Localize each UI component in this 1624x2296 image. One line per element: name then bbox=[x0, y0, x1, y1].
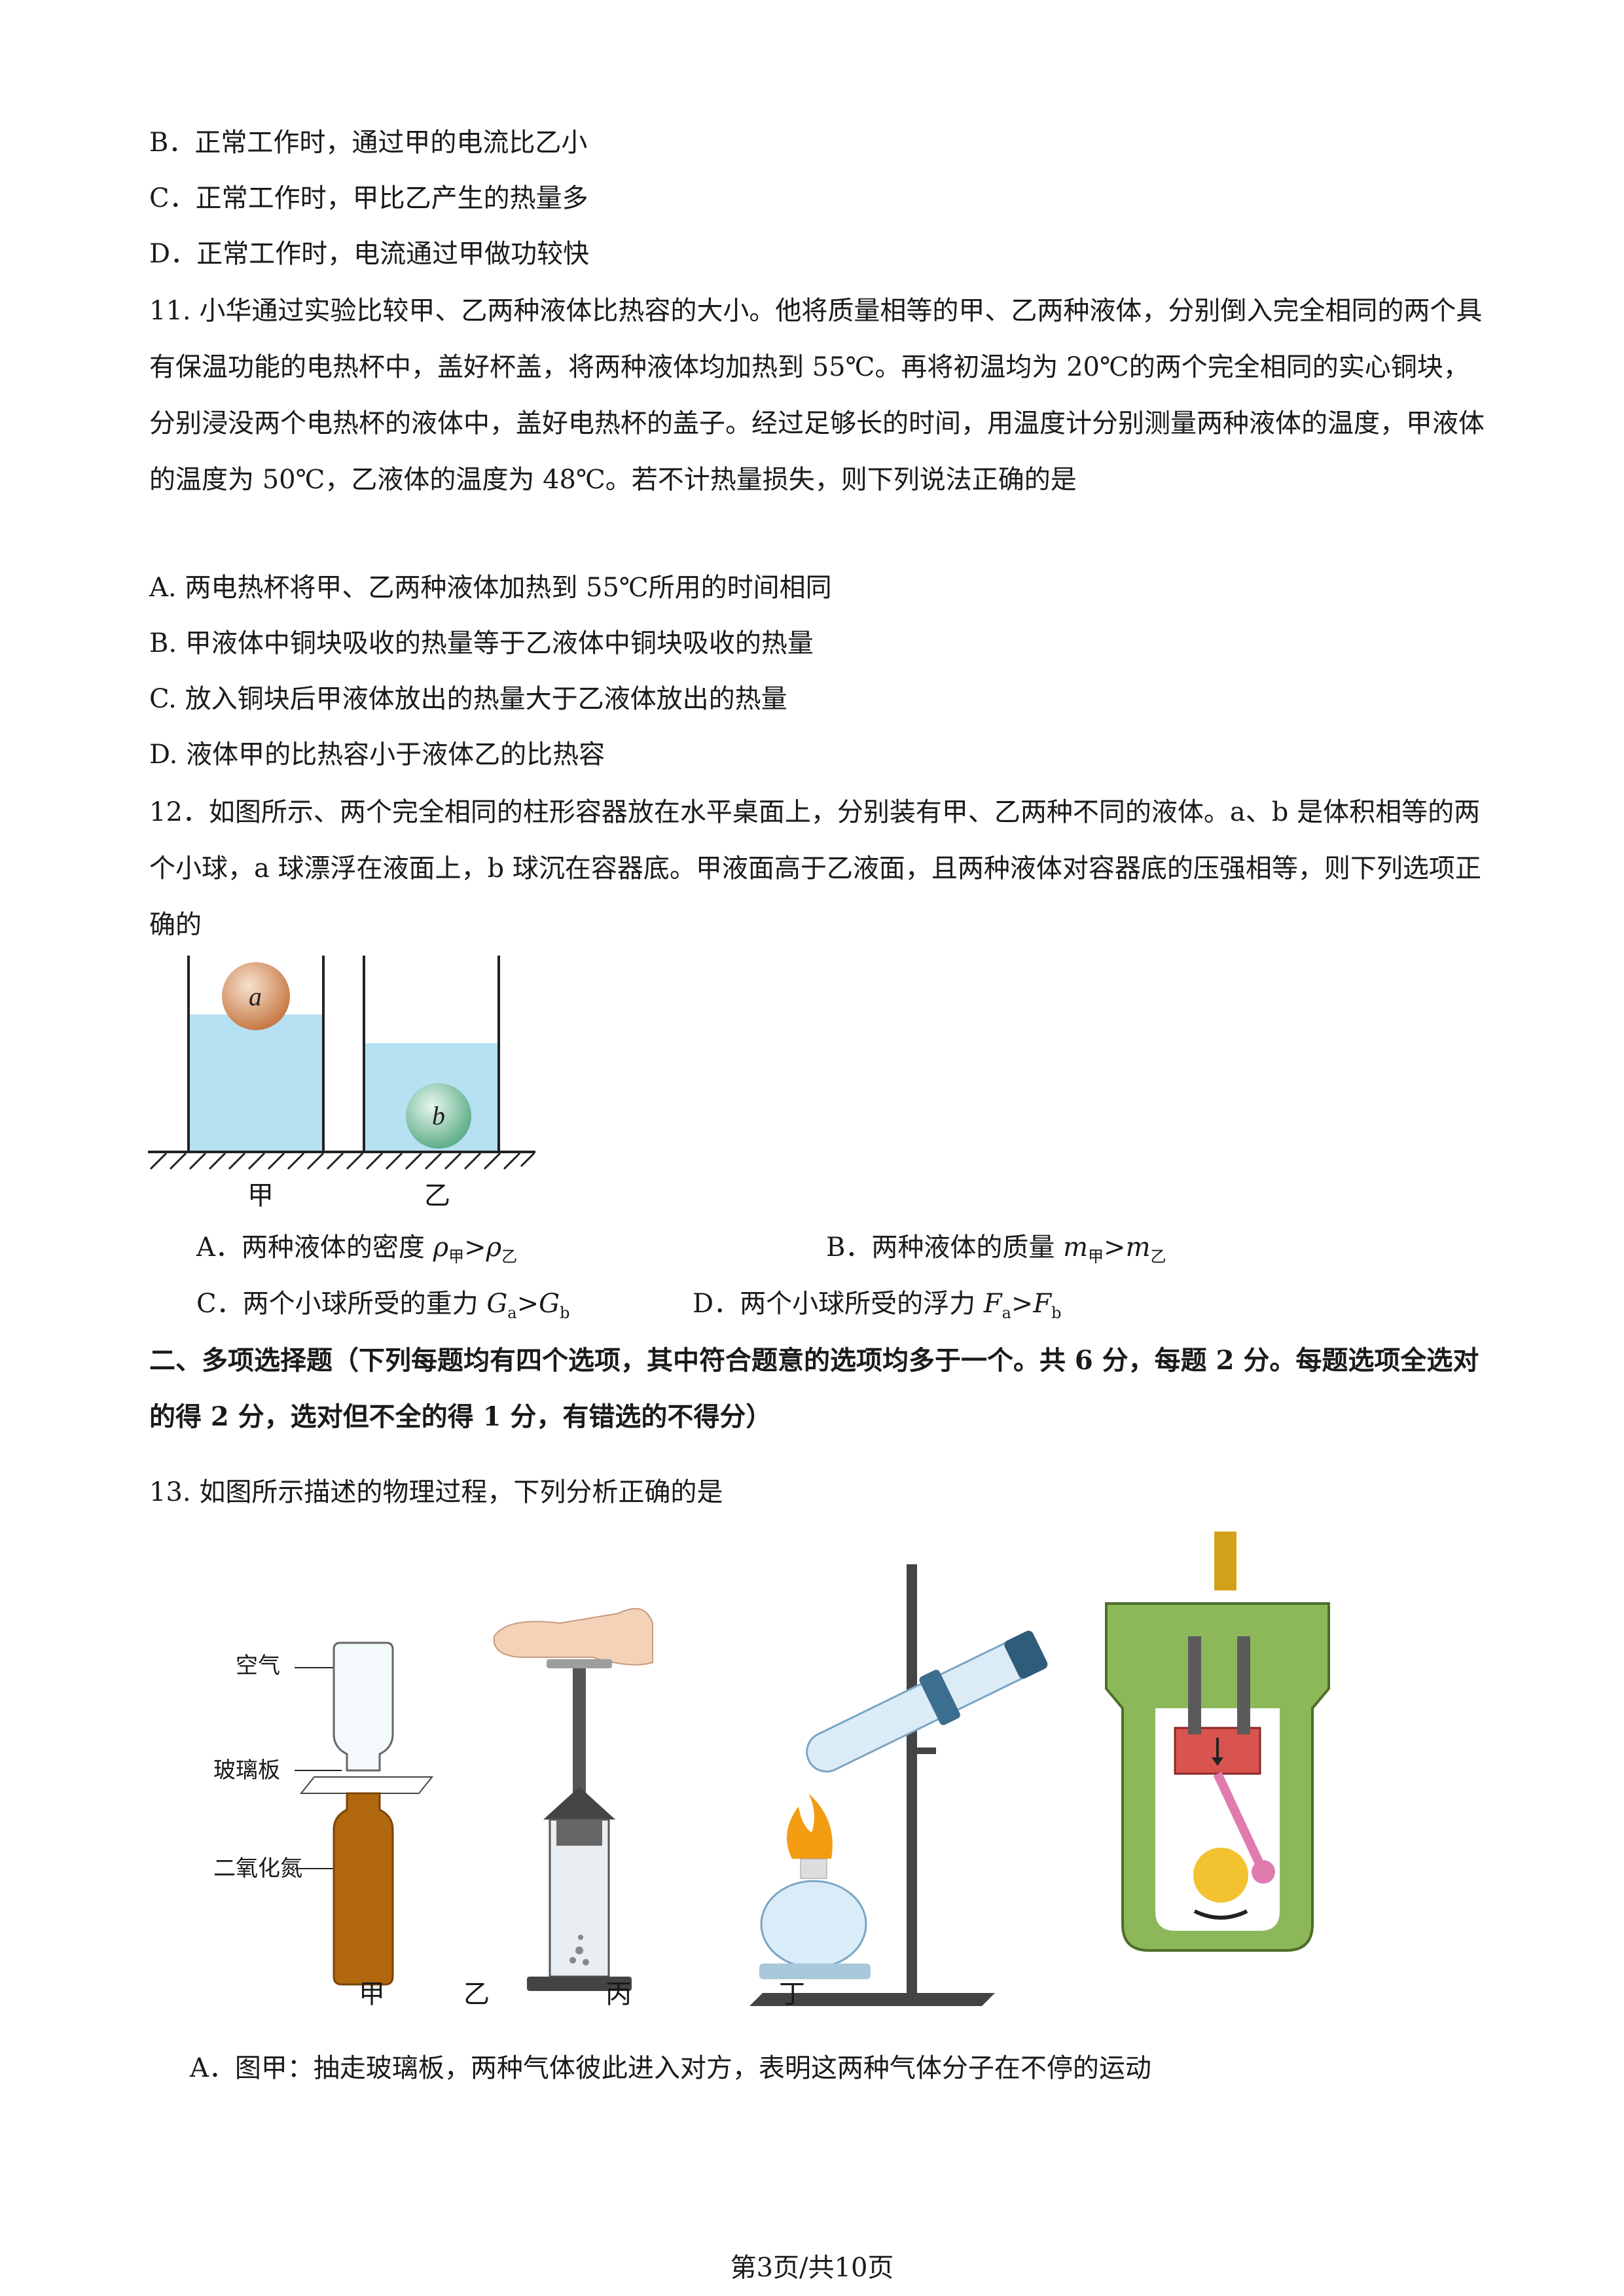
test-tube bbox=[806, 1639, 1036, 1773]
cotton bbox=[569, 1935, 589, 1965]
liquid-jia bbox=[189, 1014, 323, 1151]
gt-sign: > bbox=[1011, 1289, 1034, 1319]
q13-caption-jia: 甲 bbox=[359, 1979, 385, 2009]
q13-option-a: A．图甲：抽走玻璃板，两种气体彼此进入对方，表明这两种气体分子在不停的运动 bbox=[190, 2053, 1151, 2083]
down-arrow-head bbox=[1212, 1757, 1223, 1766]
figure-bing-test-tube bbox=[749, 1564, 1048, 2006]
table-hatching bbox=[149, 1152, 535, 1170]
gt-sign: > bbox=[464, 1232, 486, 1263]
no2-bottle bbox=[333, 1792, 394, 1986]
cylinder-cap bbox=[543, 1787, 615, 1820]
hand bbox=[494, 1607, 653, 1666]
rho-symbol: ρ bbox=[433, 1232, 449, 1263]
ball-b-label: b bbox=[432, 1101, 445, 1130]
rotation-arrow-icon bbox=[1193, 1909, 1248, 1920]
connecting-rod bbox=[1213, 1772, 1268, 1874]
m-symbol: m bbox=[1063, 1232, 1089, 1263]
ball-a-label: a bbox=[249, 982, 262, 1011]
flame bbox=[787, 1793, 833, 1859]
q10-option-c: C．正常工作时，甲比乙产生的热量多 bbox=[149, 183, 588, 213]
q13-caption-yi: 乙 bbox=[463, 1979, 490, 2009]
figure-jia-bottles bbox=[295, 1641, 434, 1986]
clamp bbox=[919, 1670, 960, 1725]
m-sub-yi: 乙 bbox=[1150, 1247, 1166, 1266]
rho-sub-yi: 乙 bbox=[501, 1247, 518, 1266]
crankshaft bbox=[1193, 1848, 1248, 1903]
q12-stem: 12．如图所示、两个完全相同的柱形容器放在水平桌面上，分别装有甲、乙两种不同的液… bbox=[149, 797, 1481, 940]
m-sub-jia: 甲 bbox=[1088, 1247, 1104, 1266]
q12-option-a-text: A．两种液体的密度 bbox=[196, 1232, 433, 1263]
lamp-wick bbox=[800, 1858, 827, 1879]
gt-sign: > bbox=[1104, 1232, 1126, 1263]
q10-option-d: D．正常工作时，电流通过甲做功较快 bbox=[149, 239, 590, 269]
q11-option-a: A. 两电热杯将甲、乙两种液体加热到 55℃所用的时间相同 bbox=[149, 573, 832, 603]
m-symbol: m bbox=[1125, 1232, 1151, 1263]
label-air: 空气 bbox=[236, 1653, 280, 1679]
q12-label-yi: 乙 bbox=[424, 1181, 450, 1211]
q12-option-c-text: C．两个小球所受的重力 bbox=[196, 1289, 487, 1319]
f-sub-b: b bbox=[1051, 1304, 1062, 1322]
figure-ding-engine bbox=[1105, 1532, 1330, 1952]
q11-option-c: C. 放入铜块后甲液体放出的热量大于乙液体放出的热量 bbox=[149, 684, 787, 714]
lamp-base bbox=[759, 1964, 871, 1979]
label-glass-plate: 玻璃板 bbox=[213, 1757, 280, 1784]
q11-stem: 11. 小华通过实验比较甲、乙两种液体比热容的大小。他将质量相等的甲、乙两种液体… bbox=[149, 296, 1485, 495]
f-symbol: F bbox=[1033, 1289, 1052, 1319]
piston-rod bbox=[573, 1668, 586, 1819]
q12-label-jia: 甲 bbox=[247, 1181, 274, 1211]
g-sub-a: a bbox=[507, 1304, 517, 1322]
section-2-heading: 二、多项选择题（下列每题均有四个选项，其中符合题意的选项均多于一个。共 6 分，… bbox=[149, 1345, 1479, 1432]
q13-caption-bing: 丙 bbox=[605, 1979, 632, 2009]
syringe-base bbox=[527, 1977, 632, 1991]
q12-option-c: C．两个小球所受的重力 Ga>Gb bbox=[196, 1285, 569, 1331]
test-tube-group bbox=[806, 1630, 1048, 1773]
q13-caption-ding: 丁 bbox=[779, 1979, 805, 2009]
q12-option-d: D．两个小球所受的浮力 Fa>Fb bbox=[693, 1285, 1062, 1331]
stand-rod bbox=[907, 1564, 917, 2000]
g-symbol: G bbox=[486, 1289, 508, 1319]
q11-option-d: D. 液体甲的比热容小于液体乙的比热容 bbox=[149, 740, 605, 770]
f-sub-a: a bbox=[1001, 1304, 1011, 1322]
q12-containers-figure: a b bbox=[148, 956, 535, 1170]
ball-b bbox=[406, 1083, 471, 1149]
piston-handle bbox=[547, 1659, 612, 1668]
page-footer: 第3页/共10页 bbox=[730, 2253, 894, 2283]
ball-a bbox=[222, 962, 290, 1030]
rho-symbol: ρ bbox=[486, 1232, 502, 1263]
q13-stem: 13. 如图所示描述的物理过程，下列分析正确的是 bbox=[149, 1477, 723, 1507]
figure-yi-compression bbox=[494, 1607, 653, 1991]
intake-valve bbox=[1188, 1636, 1201, 1734]
q11-option-b: B. 甲液体中铜块吸收的热量等于乙液体中铜块吸收的热量 bbox=[149, 628, 814, 658]
spark-plug bbox=[1214, 1532, 1236, 1590]
alcohol-lamp bbox=[760, 1880, 867, 1969]
gt-sign: > bbox=[516, 1289, 539, 1319]
q12-option-b-text: B．两种液体的质量 bbox=[826, 1232, 1064, 1263]
air-bottle bbox=[333, 1641, 394, 1772]
g-sub-b: b bbox=[560, 1304, 570, 1322]
cork bbox=[1004, 1630, 1048, 1679]
glass-plate bbox=[299, 1776, 434, 1794]
q12-option-a: A．两种液体的密度 ρ甲>ρ乙 bbox=[196, 1229, 517, 1275]
q10-option-b: B．正常工作时，通过甲的电流比乙小 bbox=[149, 128, 588, 158]
q12-option-b: B．两种液体的质量 m甲>m乙 bbox=[826, 1229, 1166, 1275]
rho-sub-jia: 甲 bbox=[448, 1247, 465, 1266]
piston bbox=[556, 1820, 602, 1846]
crank-pin bbox=[1252, 1860, 1275, 1884]
q12-option-d-text: D．两个小球所受的浮力 bbox=[693, 1289, 984, 1319]
label-no2: 二氧化氮 bbox=[213, 1856, 302, 1882]
g-symbol: G bbox=[539, 1289, 560, 1319]
f-symbol: F bbox=[983, 1289, 1002, 1319]
stand-base bbox=[749, 1993, 995, 2006]
exhaust-valve bbox=[1237, 1636, 1250, 1734]
